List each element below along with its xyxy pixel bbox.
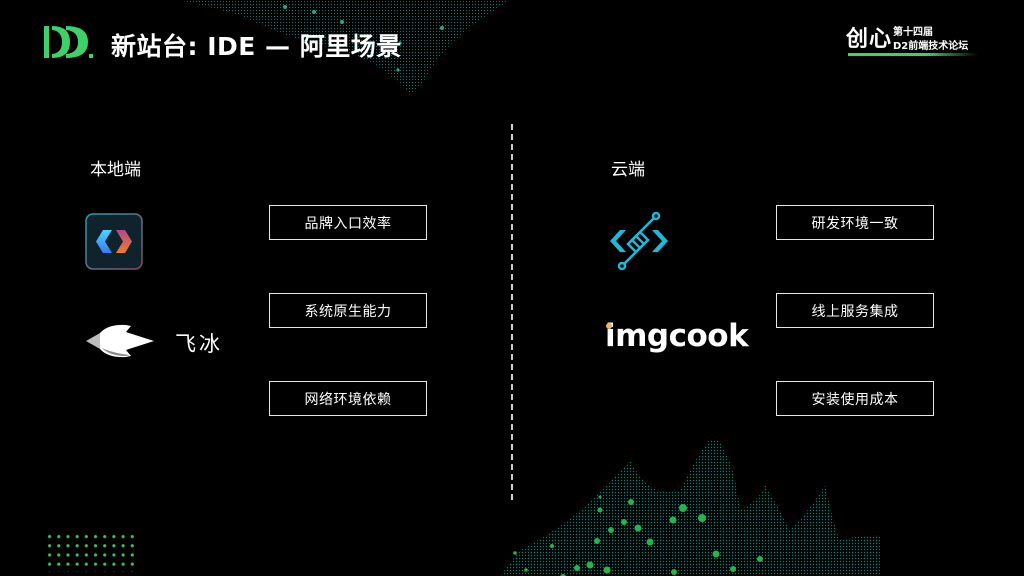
ice-rocket-icon	[86, 324, 154, 358]
point-env-consistency: 研发环境一致	[776, 205, 934, 240]
cloud-heading: 云端	[611, 160, 645, 180]
brand-edition-text: 第十四届	[893, 27, 933, 38]
point-native-capability: 系统原生能力	[269, 293, 427, 328]
point-network-dependency: 网络环境依赖	[269, 381, 427, 416]
page-title: 新站台: IDE — 阿里场景	[111, 32, 402, 61]
dot-grid-decoration	[45, 532, 135, 572]
particle-mountain-decoration	[500, 440, 880, 576]
code-brackets-app-icon	[85, 213, 143, 270]
brand-logo-text: 创心	[846, 27, 893, 52]
circuit-code-icon	[610, 211, 668, 271]
brand-underline	[848, 53, 978, 56]
brand-forum-text: D2前端技术论坛	[893, 41, 969, 52]
imgcook-logo-text: imgcook	[605, 318, 749, 354]
imgcook-logo: imgcook	[605, 318, 749, 354]
column-divider	[511, 124, 513, 500]
local-heading: 本地端	[90, 160, 141, 180]
feibing-label: 飞冰	[175, 332, 223, 356]
d2-logo-icon	[44, 26, 93, 58]
particle-wave-decoration-top	[180, 0, 510, 95]
point-install-cost: 安装使用成本	[776, 381, 934, 416]
imgcook-dot-icon	[606, 323, 612, 329]
point-online-integration: 线上服务集成	[776, 293, 934, 328]
point-brand-entry: 品牌入口效率	[269, 205, 427, 240]
